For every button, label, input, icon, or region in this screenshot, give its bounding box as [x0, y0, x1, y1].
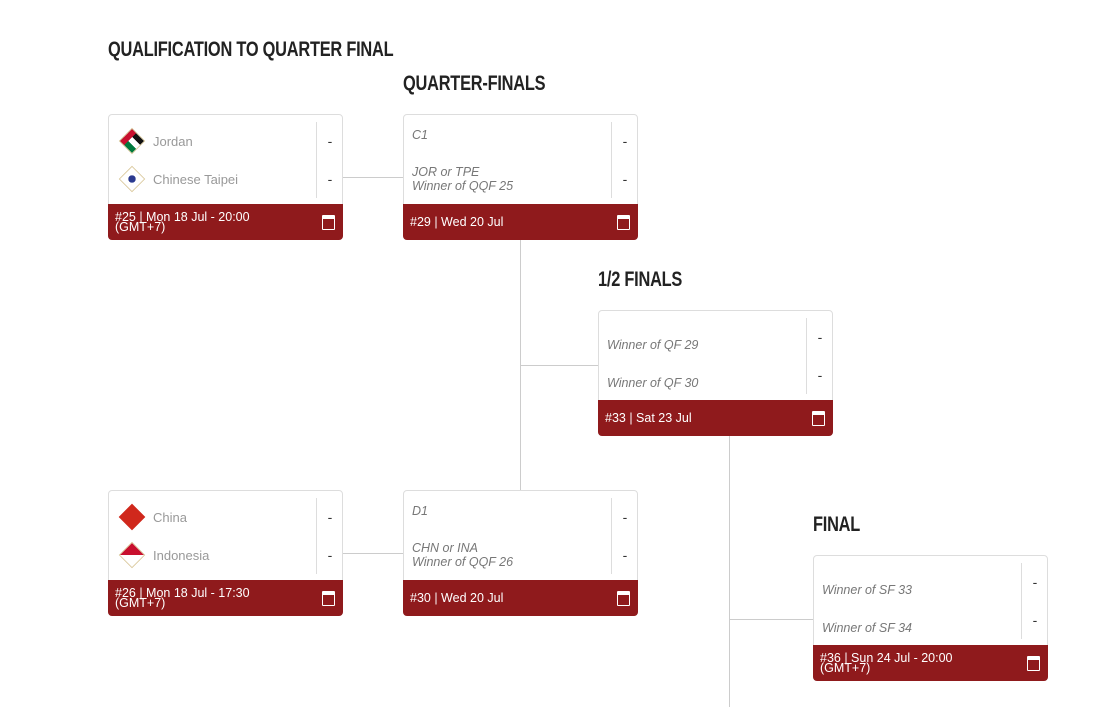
match-info: #26 | Mon 18 Jul - 17:30(GMT+7): [108, 580, 343, 616]
match-info: #29 | Wed 20 Jul: [403, 204, 638, 240]
score: -: [1032, 574, 1038, 590]
heading-semi-finals: 1/2 FINALS: [598, 268, 683, 291]
slot: D1: [412, 504, 428, 518]
heading-qualification: QUALIFICATION TO QUARTER FINAL: [108, 38, 394, 61]
score: -: [1032, 612, 1038, 628]
team-name: China: [153, 509, 187, 525]
jordan-flag-icon: [118, 127, 146, 155]
heading-quarter-finals: QUARTER-FINALS: [403, 72, 546, 95]
calendar-icon[interactable]: [617, 591, 630, 606]
match-info: #36 | Sun 24 Jul - 20:00(GMT+7): [813, 645, 1048, 681]
heading-final: FINAL: [813, 513, 861, 536]
score: -: [817, 329, 823, 345]
score: -: [622, 133, 628, 149]
score: -: [327, 133, 333, 149]
connector: [729, 619, 813, 620]
calendar-icon[interactable]: [322, 591, 335, 606]
team-row: Indonesia: [117, 536, 312, 574]
team-name: Indonesia: [153, 547, 210, 563]
calendar-icon[interactable]: [617, 215, 630, 230]
score: -: [327, 547, 333, 563]
match-info: #33 | Sat 23 Jul: [598, 400, 833, 436]
connector: [729, 436, 730, 707]
team-row: Jordan: [117, 122, 312, 160]
match-card-26[interactable]: China Indonesia - - #26 | Mon 18 Jul - 1…: [108, 490, 343, 616]
team-name: Jordan: [153, 133, 193, 149]
match-card-36[interactable]: Winner of SF 33 Winner of SF 34 - - #36 …: [813, 555, 1048, 681]
match-card-33[interactable]: Winner of QF 29 Winner of QF 30 - - #33 …: [598, 310, 833, 436]
score: -: [622, 509, 628, 525]
slot: Winner of QF 30: [607, 376, 699, 390]
slot: C1: [412, 128, 428, 142]
chinese-taipei-flag-icon: [118, 165, 146, 193]
slot: Winner of QF 29: [607, 338, 699, 352]
connector: [343, 553, 403, 554]
score: -: [622, 171, 628, 187]
match-info: #25 | Mon 18 Jul - 20:00(GMT+7): [108, 204, 343, 240]
indonesia-flag-icon: [118, 541, 146, 569]
china-flag-icon: [118, 503, 146, 531]
score: -: [622, 547, 628, 563]
slot: Winner of SF 34: [822, 621, 912, 635]
score: -: [817, 367, 823, 383]
score: -: [327, 171, 333, 187]
team-row: China: [117, 498, 312, 536]
calendar-icon[interactable]: [1027, 656, 1040, 671]
match-info: #30 | Wed 20 Jul: [403, 580, 638, 616]
calendar-icon[interactable]: [812, 411, 825, 426]
score: -: [327, 509, 333, 525]
match-card-25[interactable]: Jordan Chinese Taipei - - #25 | Mon 18 J…: [108, 114, 343, 240]
slot: Winner of SF 33: [822, 583, 912, 597]
calendar-icon[interactable]: [322, 215, 335, 230]
connector: [343, 177, 403, 178]
team-row: Chinese Taipei: [117, 160, 312, 198]
team-name: Chinese Taipei: [153, 171, 239, 187]
connector: [520, 365, 598, 366]
